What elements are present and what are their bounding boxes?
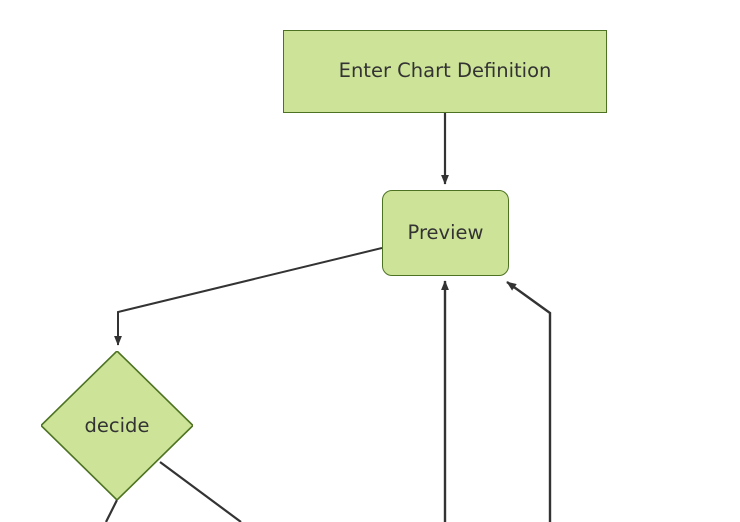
node-label: Preview [407,220,484,244]
node-label: Enter Chart Definition [338,59,552,83]
edge-decide-right-out [159,461,242,522]
diamond-shape [41,351,193,500]
node-decide[interactable] [41,351,193,500]
edge-bottom-right-to-preview [506,281,552,522]
edge-decide-bottom-out [105,499,118,522]
edge-preview-to-decide [114,247,383,346]
node-preview[interactable]: Preview [382,190,509,276]
node-enter-chart-definition[interactable]: Enter Chart Definition [283,30,607,113]
